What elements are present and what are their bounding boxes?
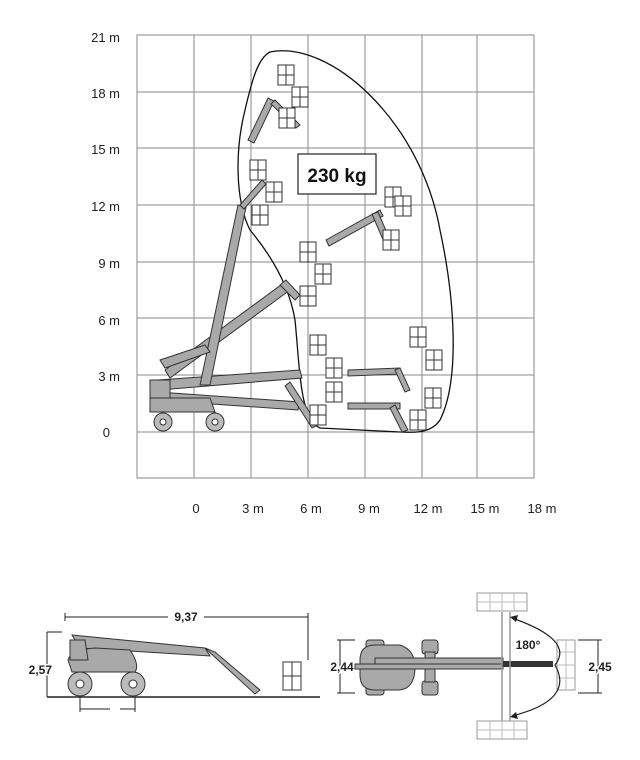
basket-icon bbox=[394, 195, 412, 217]
x-tick-label: 0 bbox=[192, 501, 199, 516]
y-tick-label: 12 m bbox=[91, 199, 120, 214]
rotation-arc bbox=[511, 617, 561, 717]
x-tick-label: 3 m bbox=[242, 501, 264, 516]
side-view: 9,37 2,57 bbox=[27, 609, 320, 712]
basket-icon bbox=[265, 181, 283, 203]
basket-icon bbox=[299, 285, 317, 307]
basket-icon bbox=[249, 159, 267, 181]
platform-baskets bbox=[249, 64, 443, 431]
basket-icon bbox=[409, 409, 427, 431]
boom-positions bbox=[155, 97, 411, 433]
basket-icon bbox=[325, 357, 343, 379]
basket-icon bbox=[251, 204, 269, 226]
height-dimension: 2,57 bbox=[29, 663, 53, 677]
machine-base bbox=[149, 379, 225, 432]
platform-width-dimension: 2,45 bbox=[588, 660, 612, 674]
basket-icon bbox=[291, 86, 309, 108]
x-tick-label: 15 m bbox=[471, 501, 500, 516]
load-capacity-label: 230 kg bbox=[307, 166, 366, 187]
y-tick-label: 6 m bbox=[98, 313, 120, 328]
y-tick-label: 15 m bbox=[91, 142, 120, 157]
basket-icon bbox=[325, 381, 343, 403]
y-tick-label: 18 m bbox=[91, 86, 120, 101]
basket-icon bbox=[277, 64, 295, 86]
basket-icon bbox=[425, 349, 443, 371]
load-capacity-badge: 230 kg bbox=[297, 153, 377, 195]
y-tick-label: 21 m bbox=[91, 30, 120, 45]
y-tick-label: 0 bbox=[103, 425, 110, 440]
width-dimension: 2,44 bbox=[330, 660, 354, 674]
basket-icon bbox=[314, 263, 332, 285]
y-axis-labels: 21 m 18 m 15 m 12 m 9 m 6 m 3 m 0 bbox=[91, 30, 120, 440]
y-tick-label: 3 m bbox=[98, 369, 120, 384]
x-tick-label: 6 m bbox=[300, 501, 322, 516]
x-tick-label: 9 m bbox=[358, 501, 380, 516]
x-tick-label: 12 m bbox=[414, 501, 443, 516]
basket-icon bbox=[382, 229, 400, 251]
basket-icon bbox=[309, 404, 327, 426]
length-dimension: 9,37 bbox=[174, 610, 198, 624]
basket-icon bbox=[299, 241, 317, 263]
basket-icon bbox=[424, 387, 442, 409]
x-tick-label: 18 m bbox=[528, 501, 557, 516]
rotation-label: 180° bbox=[516, 638, 541, 652]
basket-icon bbox=[309, 334, 327, 356]
basket-icon bbox=[278, 107, 296, 129]
basket-icon bbox=[409, 326, 427, 348]
x-axis-labels: 0 3 m 6 m 9 m 12 m 15 m 18 m bbox=[192, 501, 556, 516]
y-tick-label: 9 m bbox=[98, 256, 120, 271]
top-view: 2,44 180° 2,45 bbox=[329, 592, 614, 740]
